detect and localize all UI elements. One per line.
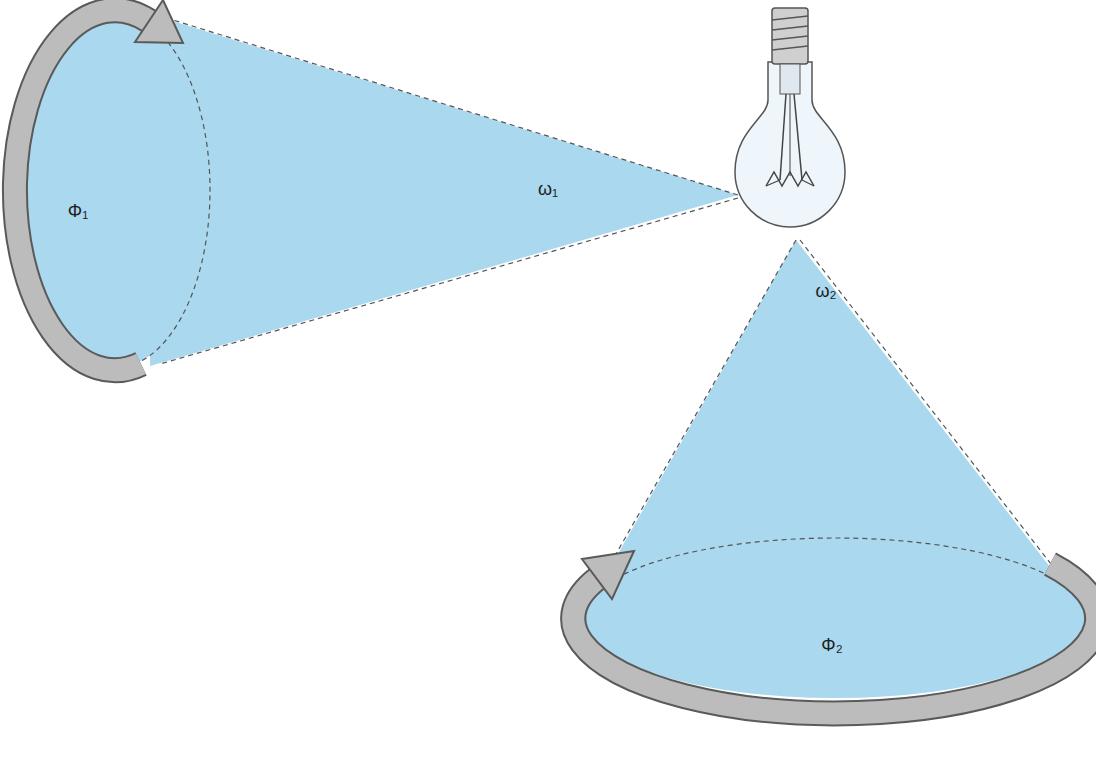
- flux-arrow: [15, 10, 149, 370]
- cone-base-edge: [115, 12, 210, 368]
- flux-label: Φ₂: [821, 635, 842, 657]
- arrow-head: [135, 0, 183, 43]
- cone-base-edge: [583, 538, 1087, 618]
- solid-angle-label: ω₁: [538, 179, 558, 201]
- cone-edge: [160, 16, 738, 195]
- flux-label: Φ₁: [68, 201, 88, 223]
- light-bulb: [735, 8, 845, 227]
- flux-arrow: [15, 10, 149, 370]
- cone-edge: [800, 240, 1085, 608]
- light-cone: [585, 240, 1085, 612]
- solid-angle-label: ω₂: [815, 281, 836, 303]
- flux-arrow: [573, 564, 1096, 713]
- light-cone: [150, 14, 738, 366]
- cone-edge: [160, 198, 738, 364]
- flux-arrow: [573, 564, 1096, 713]
- arrow-head: [582, 551, 634, 599]
